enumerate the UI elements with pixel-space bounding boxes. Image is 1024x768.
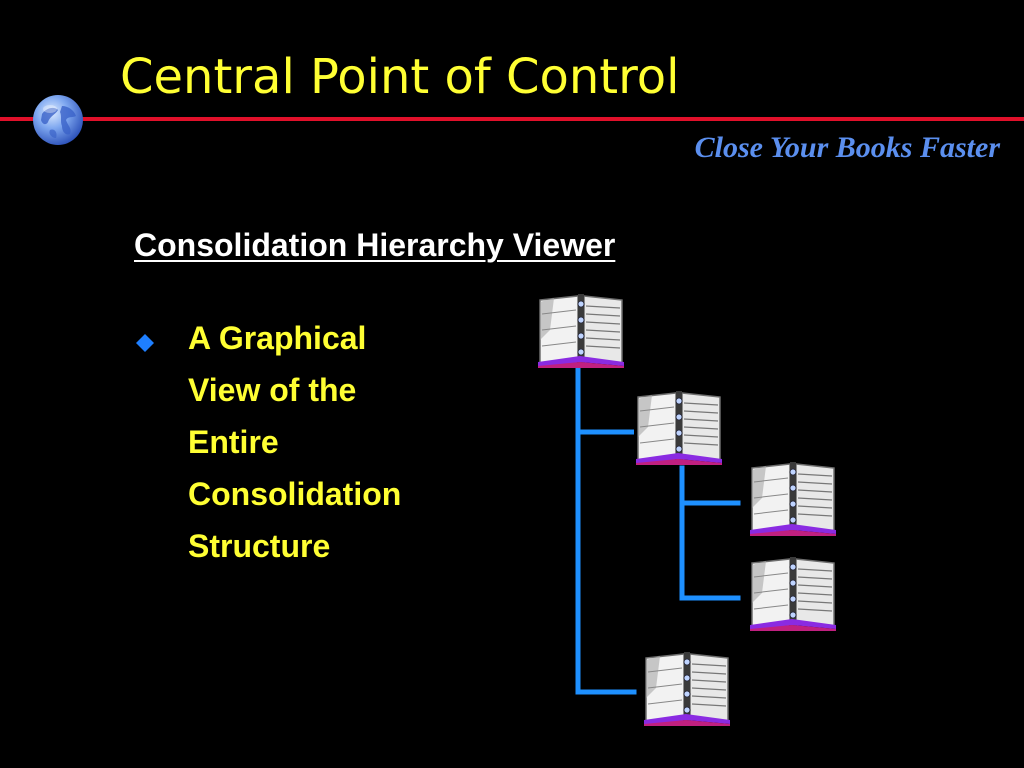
ledger-book-icon [747,552,839,632]
diamond-bullet-icon [136,334,154,352]
hierarchy-connectors [575,365,741,695]
slide-title: Central Point of Control [120,49,680,105]
ledger-book-icon [747,457,839,537]
ledger-book-icon [633,386,725,466]
section-heading: Consolidation Hierarchy Viewer [134,227,616,263]
ledger-book-icon [535,289,627,369]
bullet-item: A Graphical View of the Entire Consolida… [188,320,402,564]
globe-icon [33,95,83,145]
ledger-book-icon [641,647,733,727]
tagline: Close Your Books Faster [694,131,1000,164]
title-divider [0,117,1024,121]
